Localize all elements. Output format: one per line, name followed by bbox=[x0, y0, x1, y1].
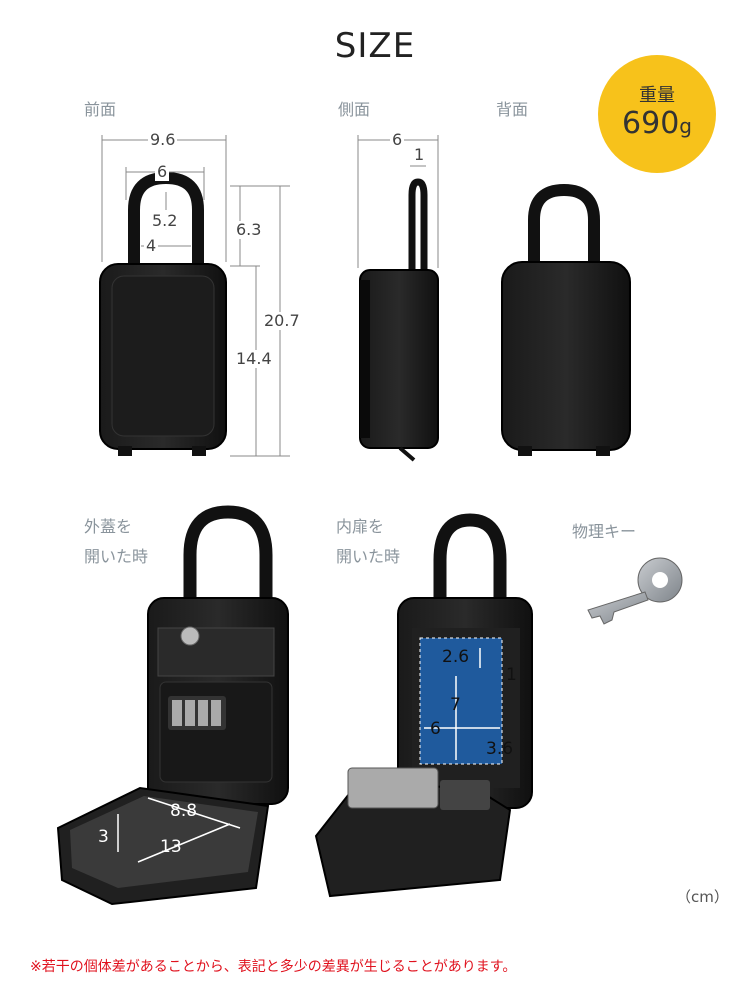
inner-dimension-arrows bbox=[424, 648, 500, 760]
weight-value: 690g bbox=[622, 106, 692, 141]
dim-body-height: 14.4 bbox=[234, 349, 274, 368]
footer-note: ※若干の個体差があることから、表記と多少の差異が生じることがあります。 bbox=[30, 959, 517, 975]
dim-shackle-inner: 5.2 bbox=[152, 211, 178, 230]
physical-key-icon bbox=[587, 557, 683, 625]
label-front: 前面 bbox=[84, 100, 117, 119]
dim-outer-width: 8.8 bbox=[170, 801, 198, 821]
label-physical-key: 物理キー bbox=[572, 522, 637, 541]
dim-outer-height: 3 bbox=[98, 827, 109, 847]
dim-inner-width: 6 bbox=[430, 719, 441, 739]
inner-compartment bbox=[420, 638, 502, 764]
side-view-lockbox bbox=[359, 178, 439, 462]
dim-inner-depth: 3.6 bbox=[486, 739, 514, 759]
label-outer-open: 外蓋を開いた時 bbox=[84, 517, 149, 566]
dim-shackle-outer: 6 bbox=[155, 162, 170, 181]
dim-inner-height: 7 bbox=[450, 695, 461, 715]
label-inner-open: 内扉を開いた時 bbox=[336, 517, 401, 566]
unit-label: （cm） bbox=[676, 888, 729, 906]
dim-total-width: 9.6 bbox=[148, 130, 178, 149]
label-side: 側面 bbox=[338, 100, 371, 119]
open-inner-lockbox bbox=[314, 513, 533, 898]
label-back: 背面 bbox=[496, 100, 529, 119]
dim-shackle-thickness: 1 bbox=[412, 145, 427, 164]
page-title: SIZE bbox=[334, 26, 416, 66]
dim-inner-top: 2.6 bbox=[442, 647, 470, 667]
open-outer-lockbox bbox=[56, 505, 289, 906]
dim-shackle-gap: 4 bbox=[144, 236, 159, 255]
weight-label: 重量 bbox=[639, 85, 675, 106]
back-view-lockbox bbox=[501, 183, 631, 456]
dim-outer-depth: 13 bbox=[160, 837, 182, 857]
dim-total-height: 20.7 bbox=[262, 311, 302, 330]
dim-shackle-height: 6.3 bbox=[234, 220, 264, 239]
dim-depth: 6 bbox=[390, 130, 405, 149]
front-view-lockbox bbox=[99, 171, 227, 456]
weight-badge: 重量 690g bbox=[598, 55, 716, 173]
outer-dimension-arrows bbox=[117, 797, 241, 863]
dim-inner-side: 1 bbox=[506, 665, 517, 685]
